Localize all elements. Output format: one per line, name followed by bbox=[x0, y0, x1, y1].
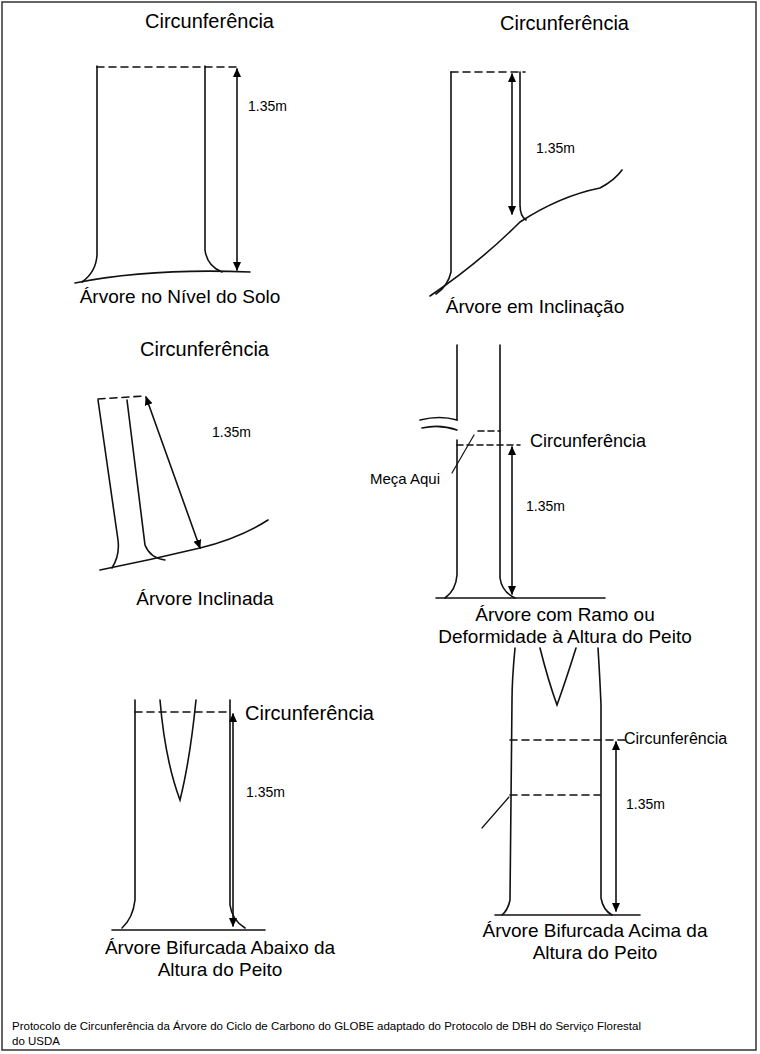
text-label: Circunferência bbox=[145, 10, 305, 33]
dimension-label: 1.35m bbox=[526, 498, 586, 514]
text-label: Árvore Bifurcada Acima da Altura do Peit… bbox=[470, 920, 720, 964]
text-label: Árvore Inclinada bbox=[110, 588, 300, 610]
dimension-label: 1.35m bbox=[212, 424, 272, 440]
text-label: Circunferência bbox=[245, 702, 405, 725]
text-label: Circunferência bbox=[500, 12, 660, 35]
text-label: Árvore no Nível do Solo bbox=[40, 286, 320, 308]
dimension-label: 1.35m bbox=[626, 796, 686, 812]
text-label: Árvore com Ramo ou Deformidade à Altura … bbox=[430, 604, 700, 648]
text-label: Árvore em Inclinação bbox=[430, 296, 640, 318]
dimension-label: 1.35m bbox=[248, 98, 308, 114]
source-caption: Protocolo de Circunferência da Árvore do… bbox=[12, 1019, 652, 1048]
text-label: Circunferência bbox=[530, 431, 690, 452]
dimension-label: 1.35m bbox=[536, 140, 596, 156]
dimension-label: 1.35m bbox=[246, 784, 306, 800]
text-label: Árvore Bifurcada Abaixo da Altura do Pei… bbox=[95, 937, 345, 981]
text-label: Meça Aqui bbox=[370, 470, 450, 487]
text-label: Circunferência bbox=[140, 338, 300, 361]
text-label: Circunferência bbox=[624, 730, 754, 748]
